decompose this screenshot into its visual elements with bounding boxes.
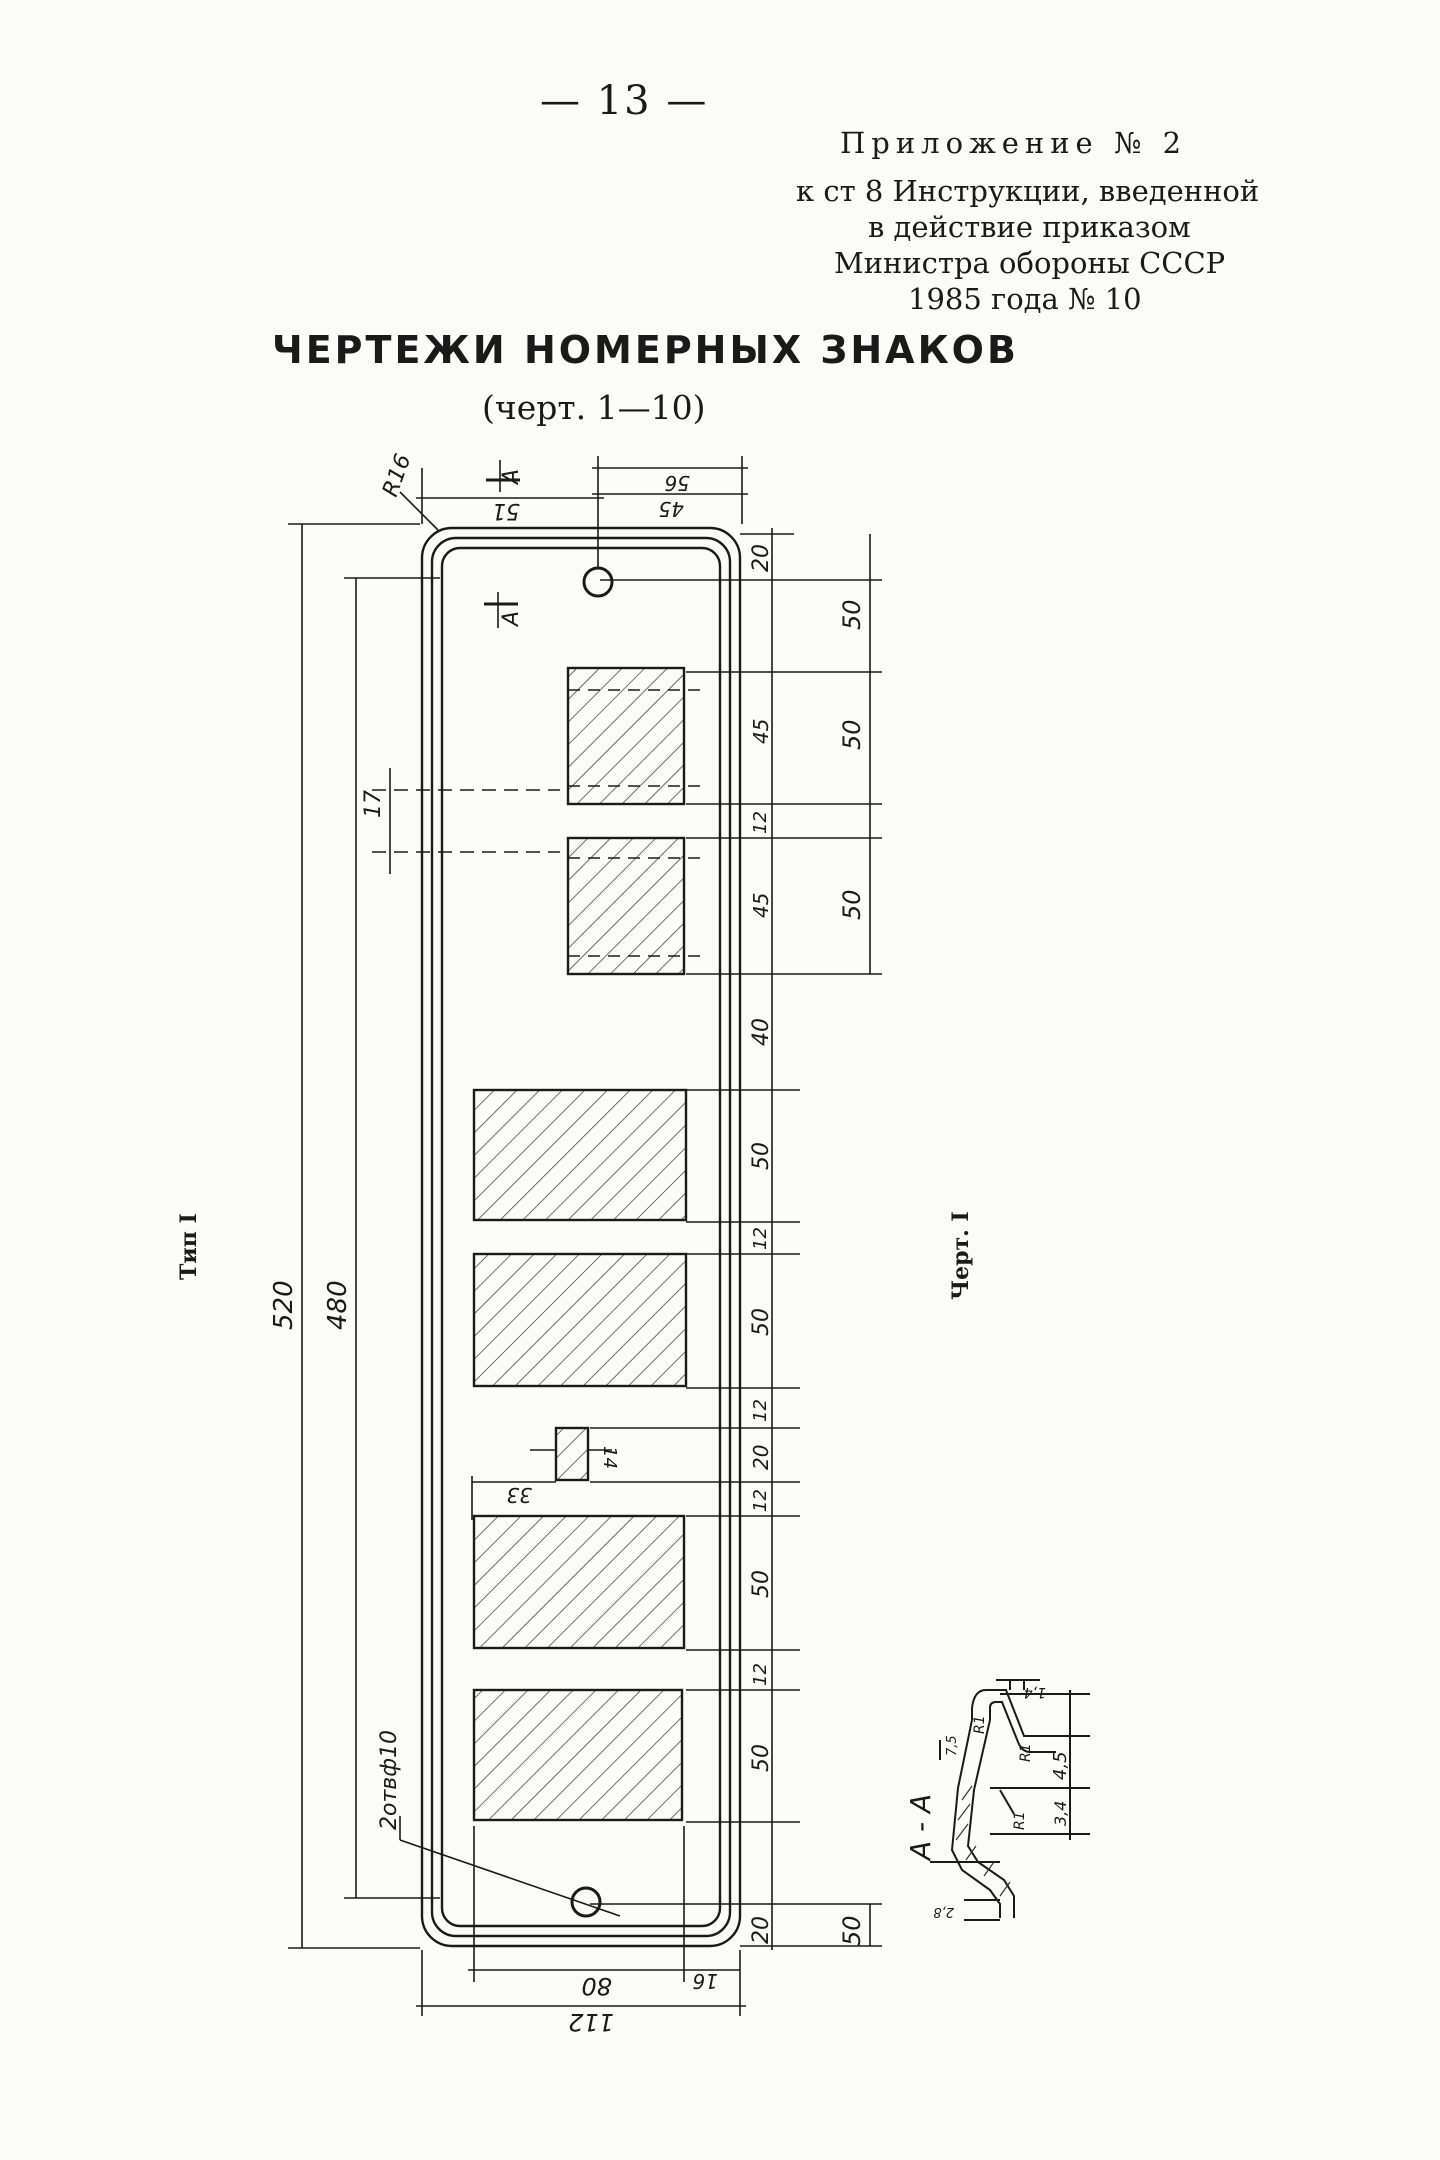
sec-dim-r1-a: R1 bbox=[972, 1715, 988, 1734]
document-title: ЧЕРТЕЖИ НОМЕРНЫХ ЗНАКОВ bbox=[272, 328, 1019, 372]
appendix-line-1: к ст 8 Инструкции, введенной bbox=[796, 174, 1260, 208]
dim-12-a: 12 bbox=[750, 811, 771, 834]
dim-80: 80 bbox=[581, 1972, 612, 2000]
dim-51: 51 bbox=[492, 498, 520, 523]
dim-50-cell6: 50 bbox=[749, 1744, 774, 1772]
dim-50-top: 50 bbox=[838, 599, 866, 630]
mounting-hole-bottom bbox=[570, 1886, 602, 1918]
section-profile bbox=[930, 1679, 1090, 1921]
appendix-title: Приложение № 2 bbox=[840, 126, 1188, 160]
dim-520: 520 bbox=[269, 1280, 299, 1330]
dimension-labels: 520 480 17 R16 51 45 56 А А 20 50 45 50 … bbox=[269, 451, 1071, 2036]
dim-20-top: 20 bbox=[749, 544, 774, 572]
large-char-cell bbox=[472, 1252, 688, 1388]
sec-dim-7-5: 7,5 bbox=[945, 1735, 960, 1756]
large-char-cell bbox=[472, 1688, 684, 1822]
dim-12-e: 12 bbox=[750, 1663, 771, 1686]
appendix-line-3: Министра обороны СССР bbox=[834, 246, 1226, 280]
dim-45-cell2: 45 bbox=[749, 893, 773, 918]
section-marker-top: А bbox=[499, 469, 524, 486]
dim-16: 16 bbox=[693, 1969, 718, 1993]
small-char-cell bbox=[566, 666, 700, 806]
dim-17: 17 bbox=[361, 790, 386, 818]
section-marker-bottom: А bbox=[499, 611, 524, 628]
sec-dim-4-5: 4,5 bbox=[1050, 1751, 1071, 1780]
dash-cell bbox=[554, 1426, 590, 1482]
sec-dim-r1-b: R1 bbox=[1018, 1743, 1034, 1762]
dim-r16: R16 bbox=[378, 451, 416, 500]
dim-50-cell3: 50 bbox=[749, 1142, 774, 1170]
dim-20-dash: 20 bbox=[749, 1445, 773, 1470]
appendix-line-4: 1985 года № 10 bbox=[908, 282, 1142, 316]
dimension-lines bbox=[288, 456, 882, 2016]
dim-50-cell1: 50 bbox=[838, 719, 866, 750]
dim-480: 480 bbox=[323, 1280, 353, 1330]
dim-20-bottom: 20 bbox=[749, 1916, 774, 1944]
page-number: — 13 — bbox=[540, 78, 709, 124]
dim-45-top: 45 bbox=[659, 497, 684, 521]
dim-50-cell2: 50 bbox=[838, 889, 866, 920]
dim-56: 56 bbox=[665, 471, 690, 495]
dim-14: 14 bbox=[599, 1446, 620, 1469]
sec-dim-2-8: 2,8 bbox=[933, 1904, 954, 1919]
large-char-cell bbox=[472, 1088, 688, 1222]
mounting-hole-top bbox=[582, 566, 614, 598]
dim-112: 112 bbox=[568, 2008, 614, 2036]
dim-40: 40 bbox=[749, 1018, 774, 1046]
dim-12-b: 12 bbox=[750, 1227, 771, 1250]
document-subtitle: (черт. 1—10) bbox=[482, 388, 706, 427]
sec-dim-3-4: 3,4 bbox=[1051, 1801, 1070, 1826]
dim-holes: 2отвф10 bbox=[377, 1730, 402, 1830]
dim-50-cell5: 50 bbox=[749, 1570, 774, 1598]
section-title: А - А bbox=[904, 1794, 937, 1862]
dim-33: 33 bbox=[507, 1483, 532, 1507]
small-char-cell bbox=[566, 836, 700, 976]
appendix-line-2: в действие приказом bbox=[868, 210, 1191, 244]
plate-outline bbox=[420, 526, 742, 1948]
sec-dim-1-4: 1,4 bbox=[1024, 1684, 1046, 1700]
dim-12-c: 12 bbox=[750, 1399, 771, 1422]
dim-12-d: 12 bbox=[750, 1489, 771, 1512]
large-char-cell bbox=[472, 1514, 686, 1650]
dim-50-cell4: 50 bbox=[749, 1308, 774, 1336]
sec-dim-r1-c: R1 bbox=[1012, 1811, 1028, 1830]
dim-45-cell1: 45 bbox=[749, 719, 773, 744]
section-hatch bbox=[955, 1785, 1011, 1897]
dim-50-bottom: 50 bbox=[838, 1915, 866, 1946]
